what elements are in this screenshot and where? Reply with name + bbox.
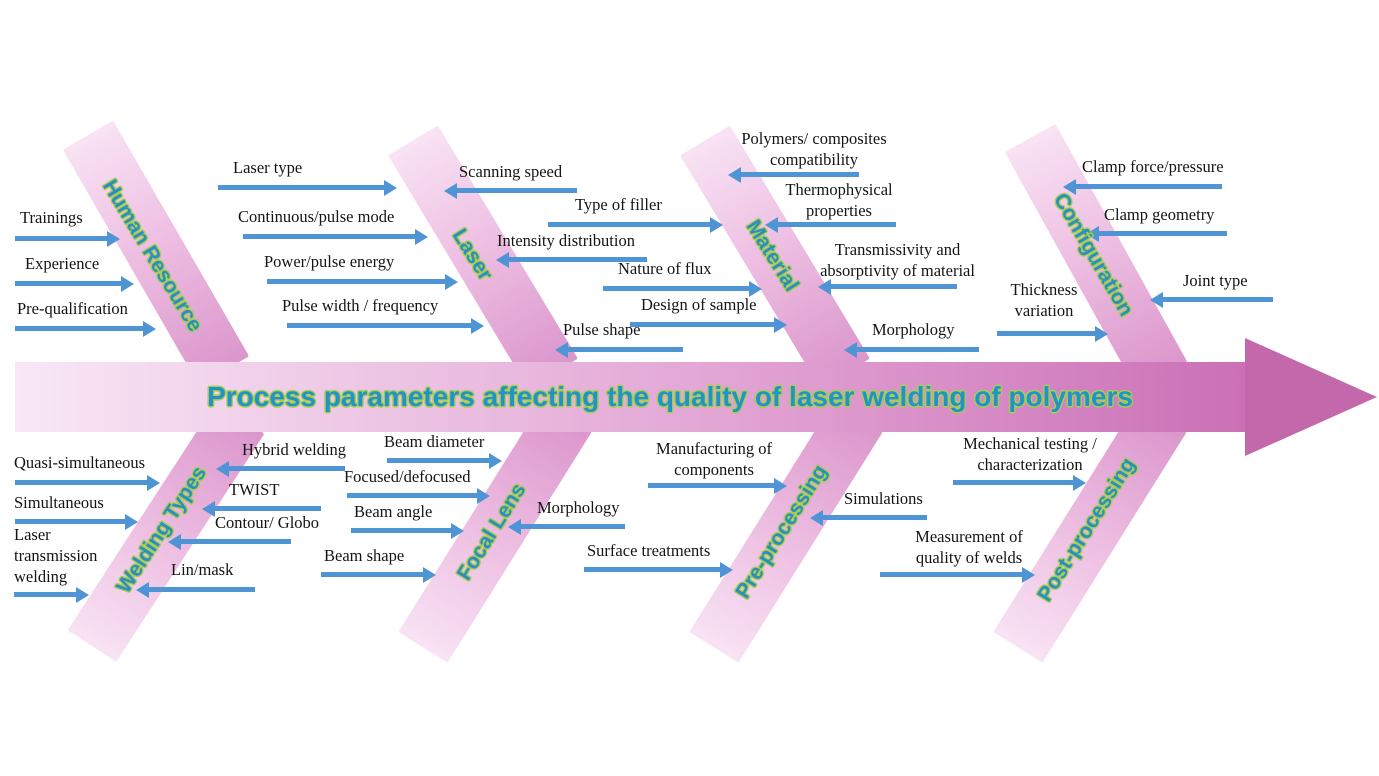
feeder-arrow-focused-defocused — [347, 493, 477, 498]
feeder-arrow-morphology-focal-lens — [521, 524, 625, 529]
feeder-arrow-trainings — [15, 236, 107, 241]
feeder-arrow-laser-type — [218, 185, 384, 190]
feeder-label-beam-shape: Beam shape — [324, 546, 405, 565]
feeder-label-manufacturing-of-components: Manufacturing of components — [656, 439, 772, 480]
feeder-arrow-transmissivity-absorptivity — [831, 284, 957, 289]
feeder-label-simultaneous: Simultaneous — [14, 493, 104, 512]
feeder-label-power-pulse-energy: Power/pulse energy — [264, 252, 395, 271]
feeder-arrow-pre-qualification — [15, 326, 143, 331]
feeder-arrow-continuous-pulse-mode — [243, 234, 415, 239]
feeder-label-beam-diameter: Beam diameter — [384, 432, 485, 451]
spine-bar — [15, 362, 1247, 432]
feeder-arrow-scanning-speed — [457, 188, 577, 193]
feeder-arrow-design-of-sample — [630, 322, 774, 327]
feeder-arrow-nature-of-flux — [603, 286, 749, 291]
feeder-label-pre-qualification: Pre-qualification — [17, 299, 128, 318]
feeder-label-clamp-force-pressure: Clamp force/pressure — [1082, 157, 1224, 176]
feeder-arrow-joint-type — [1163, 297, 1273, 302]
feeder-arrow-surface-treatments — [584, 567, 720, 572]
feeder-label-hybrid-welding: Hybrid welding — [242, 440, 347, 459]
feeder-arrow-power-pulse-energy — [267, 279, 445, 284]
feeder-label-beam-angle: Beam angle — [354, 502, 433, 521]
feeder-arrow-pulse-width-frequency — [287, 323, 471, 328]
feeder-label-measurement-quality-of-welds: Measurement of quality of welds — [915, 527, 1023, 568]
feeder-arrow-twist — [215, 506, 321, 511]
feeder-arrow-hybrid-welding — [229, 466, 345, 471]
feeder-arrow-intensity-distribution — [509, 257, 647, 262]
feeder-arrow-beam-diameter — [387, 458, 489, 463]
feeder-label-morphology-material: Morphology — [872, 320, 955, 339]
feeder-label-lin-mask: Lin/mask — [171, 560, 234, 579]
feeder-label-twist: TWIST — [229, 480, 280, 499]
feeder-arrow-mechanical-testing-characterization — [953, 480, 1073, 485]
feeder-label-scanning-speed: Scanning speed — [459, 162, 563, 181]
feeder-label-clamp-geometry: Clamp geometry — [1104, 205, 1215, 224]
feeder-arrow-thickness-variation — [997, 331, 1095, 336]
feeder-label-focused-defocused: Focused/defocused — [344, 467, 471, 486]
feeder-label-continuous-pulse-mode: Continuous/pulse mode — [238, 207, 395, 226]
feeder-arrow-beam-angle — [351, 528, 451, 533]
feeder-arrow-experience — [15, 281, 121, 286]
feeder-label-surface-treatments: Surface treatments — [587, 541, 711, 560]
feeder-label-thickness-variation: Thickness variation — [1010, 280, 1078, 321]
feeder-label-simulations: Simulations — [844, 489, 923, 508]
feeder-arrow-pulse-shape — [568, 347, 683, 352]
feeder-label-morphology-focal-lens: Morphology — [537, 498, 620, 517]
feeder-label-contour-globo: Contour/ Globo — [215, 513, 320, 532]
feeder-arrow-thermophysical-properties — [778, 222, 896, 227]
feeder-arrow-clamp-force-pressure — [1076, 184, 1222, 189]
feeder-arrow-type-of-filler — [548, 222, 710, 227]
feeder-arrow-beam-shape — [321, 572, 423, 577]
feeder-label-pulse-shape: Pulse shape — [563, 320, 641, 339]
feeder-arrow-clamp-geometry — [1099, 231, 1227, 236]
feeder-label-design-of-sample: Design of sample — [641, 295, 757, 314]
feeder-label-experience: Experience — [25, 254, 100, 273]
feeder-arrow-simultaneous — [15, 519, 125, 524]
feeder-arrow-polymers-composites-compatibility — [741, 172, 859, 177]
diagram-title: Process parameters affecting the quality… — [207, 381, 1133, 412]
feeder-label-polymers-composites-compatibility: Polymers/ composites compatibility — [741, 129, 887, 170]
feeder-arrow-measurement-quality-of-welds — [880, 572, 1022, 577]
feeder-label-laser-transmission-welding: Laser transmission welding — [14, 525, 98, 587]
feeder-label-intensity-distribution: Intensity distribution — [497, 231, 635, 250]
feeder-arrow-contour-globo — [181, 539, 291, 544]
feeder-arrow-manufacturing-of-components — [648, 483, 774, 488]
spine-arrowhead-icon — [1245, 338, 1377, 456]
feeder-arrow-morphology-material — [857, 347, 979, 352]
feeder-label-laser-type: Laser type — [233, 158, 303, 177]
feeder-label-mechanical-testing-characterization: Mechanical testing / characterization — [963, 434, 1097, 475]
feeder-label-thermophysical-properties: Thermophysical properties — [785, 180, 893, 221]
feeder-arrow-laser-transmission-welding — [14, 592, 76, 597]
feeder-label-nature-of-flux: Nature of flux — [618, 259, 712, 278]
feeder-label-transmissivity-absorptivity: Transmissivity and absorptivity of mater… — [820, 240, 975, 281]
feeder-arrow-quasi-simultaneous — [15, 480, 147, 485]
feeder-label-pulse-width-frequency: Pulse width / frequency — [282, 296, 439, 315]
feeder-label-trainings: Trainings — [20, 208, 83, 227]
feeder-label-joint-type: Joint type — [1183, 271, 1248, 290]
feeder-label-quasi-simultaneous: Quasi-simultaneous — [14, 453, 146, 472]
feeder-arrow-simulations — [823, 515, 927, 520]
feeder-arrow-lin-mask — [149, 587, 255, 592]
feeder-label-type-of-filler: Type of filler — [575, 195, 662, 214]
